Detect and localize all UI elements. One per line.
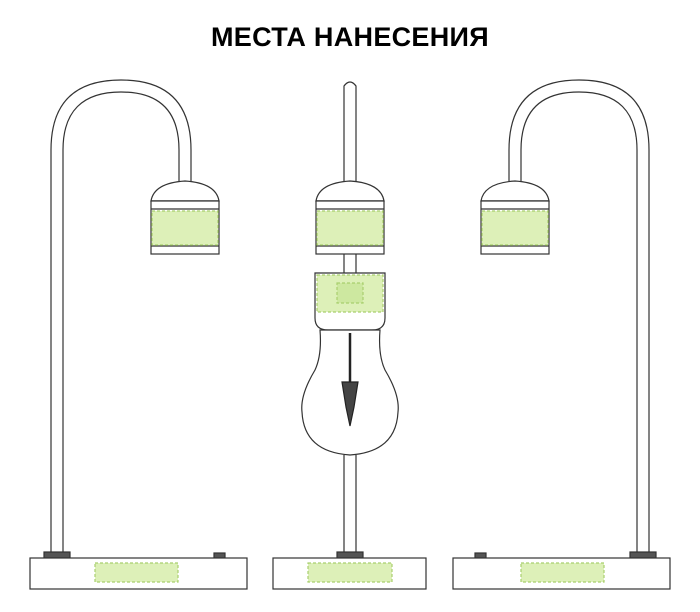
left-side-view [29,79,248,590]
right-button [474,552,487,559]
right-stem-foot [629,551,657,559]
front-stem-foot [336,551,364,559]
front-upper-rod [343,81,357,183]
left-button [213,552,226,559]
right-base-print-area [520,562,605,583]
front-filament-holder [341,381,359,427]
left-stem-foot [43,551,71,559]
left-lamp-arch-inner [62,91,180,555]
front-bulb-cap-small-print-area [336,282,364,304]
left-shade-print-area [151,210,219,246]
page-title: МЕСТА НАНЕСЕНИЯ [211,22,489,52]
right-lamp-arch [508,79,650,555]
right-lamp-shade [480,180,550,202]
front-base-print-area [307,562,393,583]
front-shade-print-area [316,210,384,246]
left-lamp-arch [50,79,192,555]
left-base-print-area [94,562,179,583]
left-lamp-shade [150,180,220,202]
front-view [272,81,427,590]
right-lamp-arch-inner [520,91,638,555]
right-shade-print-area [481,210,549,246]
front-lamp-shade [315,180,385,202]
right-side-view [452,79,671,590]
